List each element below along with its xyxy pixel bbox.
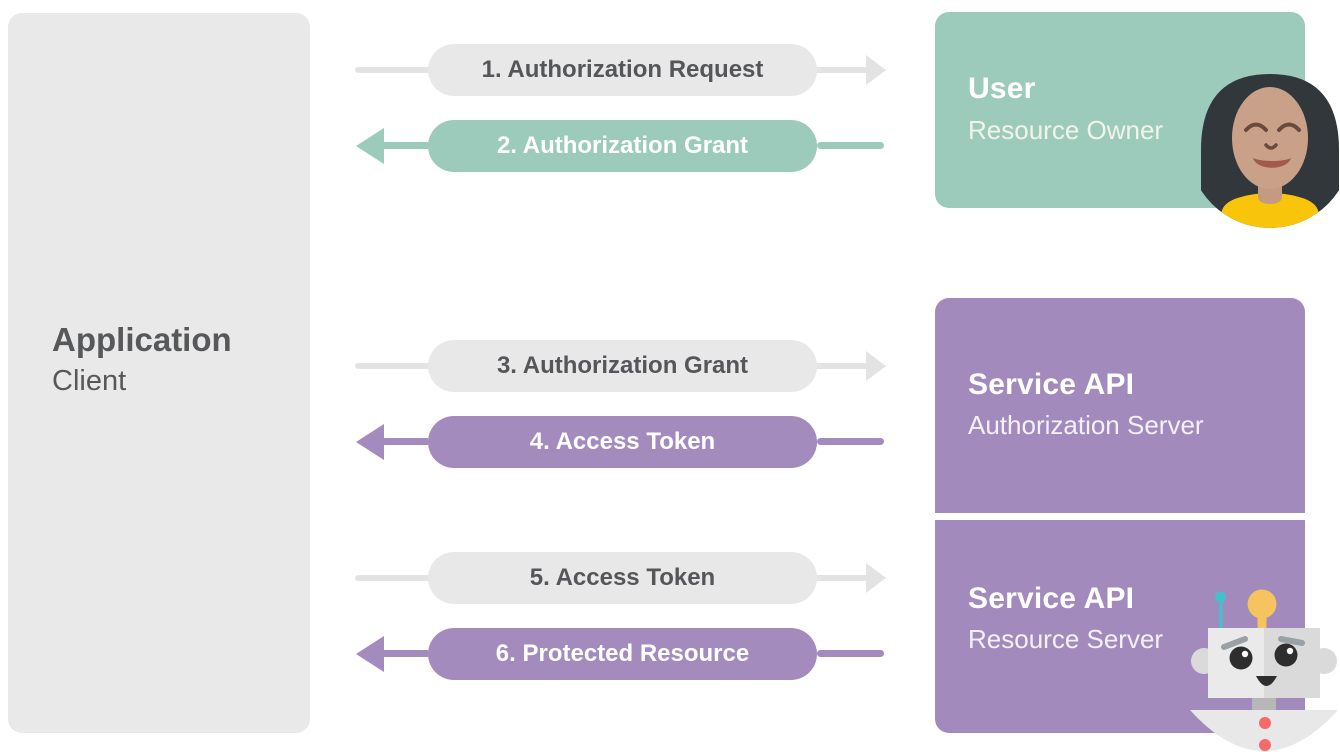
flow-arrow-2-authorization-grant: 2. Authorization Grant (355, 120, 888, 172)
flow-pill-label: 2. Authorization Grant (496, 132, 749, 159)
arrow-right-icon (866, 563, 886, 593)
arrow-line (817, 650, 884, 657)
user-title: User (968, 72, 1036, 105)
flow-arrow-3-authorization-grant: 3. Authorization Grant (355, 340, 888, 392)
arrow-left-icon (356, 128, 384, 164)
flow-pill-label: 1. Authorization Request (481, 56, 764, 83)
authorization-server-subtitle: Authorization Server (968, 410, 1204, 440)
flow-pill: 4. Access Token (428, 416, 817, 468)
arrow-line (817, 142, 884, 149)
woman-avatar-icon (1201, 74, 1339, 228)
flow-arrow-5-access-token: 5. Access Token (355, 552, 888, 604)
arrow-right-icon (866, 55, 886, 85)
arrow-right-icon (866, 351, 886, 381)
resource-server-title: Service API (968, 582, 1135, 615)
arrow-left-icon (356, 424, 384, 460)
flow-pill-label: 5. Access Token (529, 564, 716, 591)
application-node: Application Client (8, 13, 310, 733)
robot-icon (1190, 589, 1338, 751)
flow-arrow-4-access-token: 4. Access Token (355, 416, 888, 468)
flow-pill: 6. Protected Resource (428, 628, 817, 680)
authorization-server-title: Service API (968, 368, 1135, 401)
arrow-line (383, 650, 428, 657)
authorization-server-node: Service API Authorization Server (935, 298, 1305, 513)
arrow-line (383, 438, 428, 445)
flow-pill: 2. Authorization Grant (428, 120, 817, 172)
flow-pill: 5. Access Token (428, 552, 817, 604)
application-subtitle: Client (52, 365, 127, 397)
flow-pill-label: 4. Access Token (529, 428, 716, 455)
resource-server-subtitle: Resource Server (968, 624, 1164, 654)
flow-arrow-6-protected-resource: 6. Protected Resource (355, 628, 888, 680)
application-title: Application (52, 321, 232, 358)
user-subtitle: Resource Owner (968, 115, 1164, 145)
flow-pill-label: 3. Authorization Grant (496, 352, 749, 379)
arrow-left-icon (356, 636, 384, 672)
flow-pill-label: 6. Protected Resource (495, 640, 750, 667)
flow-pill: 3. Authorization Grant (428, 340, 817, 392)
arrow-line (817, 438, 884, 445)
flow-arrow-1-authorization-request: 1. Authorization Request (355, 44, 888, 96)
flow-pill: 1. Authorization Request (428, 44, 817, 96)
arrow-line (383, 142, 428, 149)
